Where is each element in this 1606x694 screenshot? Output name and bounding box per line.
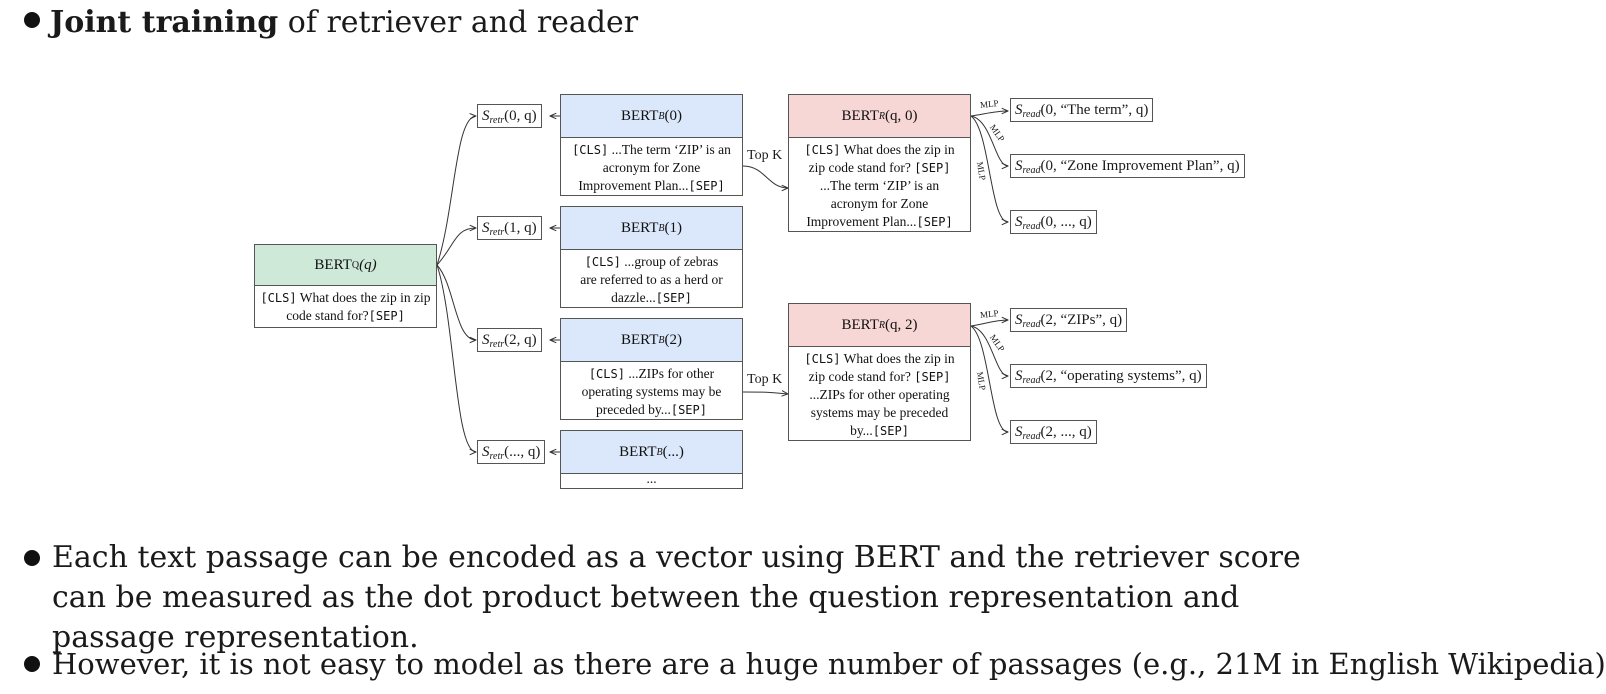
retr-score-2: Sretr(2, q) (477, 328, 542, 352)
heading-bold: Joint training (50, 5, 279, 40)
edge-r0-s0 (970, 111, 1008, 117)
edge-r2-s1 (970, 325, 1008, 376)
passage-encoder-3-body: ... (560, 472, 743, 489)
read-score-2-1: Sread(2, “operating systems”, q) (1010, 364, 1207, 388)
topk-label-2: Top K (747, 372, 783, 387)
read-score-2-0: Sread(2, “ZIPs”, q) (1010, 308, 1128, 332)
diagram-connectors (436, 0, 1542, 694)
sep-token: [SEP] (368, 309, 405, 323)
edge-r0-s1 (970, 115, 1008, 166)
read-score-0-0: Sread(0, “The term”, q) (1010, 98, 1154, 122)
edge-topk-0 (742, 165, 788, 188)
passage-encoder-0-body: [CLS] ...The term ‘ZIP’ is an acronym fo… (560, 138, 743, 196)
mlp-label: MLP (979, 308, 999, 320)
bullet-dot (24, 656, 40, 672)
question-encoder-title: BERT (314, 256, 352, 273)
edge-r2-s0 (970, 320, 1008, 327)
read-score-2-2: Sread(2, ..., q) (1010, 420, 1097, 444)
mlp-label: MLP (979, 98, 999, 110)
edge-q-retr1 (436, 228, 476, 266)
bullet-text: However, it is not easy to model as ther… (52, 647, 1606, 681)
reader-encoder-2-body: [CLS] What does the zip in zip code stan… (788, 347, 971, 441)
retr-score-0: Sretr(0, q) (477, 104, 542, 128)
edge-r0-s2 (970, 115, 1008, 222)
bullet-dot (24, 550, 40, 566)
edge-q-retr3 (436, 264, 476, 452)
edge-topk-2 (742, 392, 788, 394)
topk-label-0: Top K (747, 148, 783, 163)
question-text: What does the zip in zip code stand for? (286, 290, 431, 323)
cls-token: [CLS] (260, 291, 297, 305)
heading-bullet: Joint training of retriever and reader (24, 3, 638, 43)
edge-q-retr2 (436, 264, 476, 340)
question-encoder-arg: (q) (359, 256, 377, 273)
retr-score-3: Sretr(..., q) (477, 440, 546, 464)
passage-encoder-1-body: [CLS] ...group of zebras are referred to… (560, 250, 743, 308)
bullet-dot (24, 12, 40, 28)
read-score-0-2: Sread(0, ..., q) (1010, 210, 1097, 234)
bullet-text: Each text passage can be encoded as a ve… (52, 540, 1301, 655)
heading-rest: of retriever and reader (278, 5, 639, 40)
bullet-scale: However, it is not easy to model as ther… (24, 644, 1606, 684)
question-encoder-sub: Q (351, 259, 360, 271)
bullet-encoding: Each text passage can be encoded as a ve… (24, 538, 1324, 658)
edge-r2-s2 (970, 325, 1008, 432)
passage-encoder-2-body: [CLS] ...ZIPs for other operating system… (560, 362, 743, 420)
reader-encoder-0-body: [CLS] What does the zip in zip code stan… (788, 138, 971, 232)
edge-q-retr0 (436, 116, 476, 266)
retr-score-1: Sretr(1, q) (477, 216, 542, 240)
read-score-0-1: Sread(0, “Zone Improvement Plan”, q) (1010, 154, 1245, 178)
question-encoder-body: [CLS] What does the zip in zip code stan… (254, 286, 437, 328)
